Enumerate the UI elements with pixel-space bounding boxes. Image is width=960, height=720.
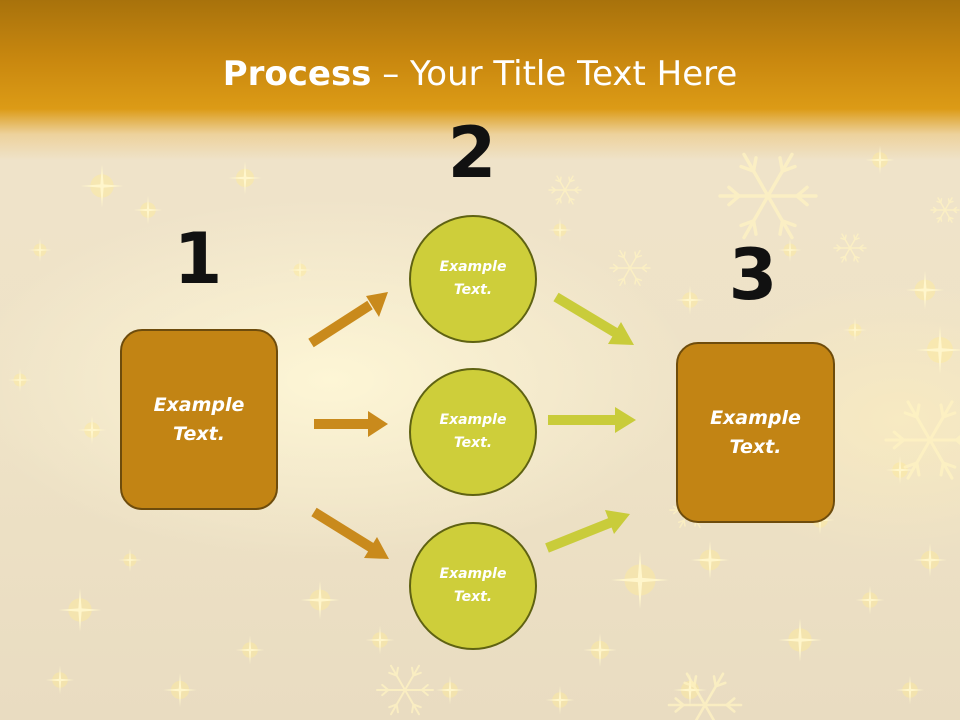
sparkle-icon: [778, 618, 822, 662]
snowflake-icon: [930, 197, 960, 223]
arrow-to-circle-3: [311, 507, 389, 559]
end-box: Example Text.: [676, 342, 835, 523]
start-box-text: Example Text.: [154, 391, 245, 449]
sparkle-icon: [133, 195, 163, 225]
sparkle-icon: [583, 633, 617, 667]
sparkle-icon: [80, 164, 124, 208]
sparkle-icon: [885, 455, 915, 485]
sparkle-icon: [435, 675, 465, 705]
end-box-line2: Text.: [729, 435, 782, 458]
start-box-line1: Example: [153, 393, 245, 416]
start-box: Example Text.: [120, 329, 278, 510]
sparkle-icon: [778, 238, 802, 262]
sparkle-icon: [913, 543, 947, 577]
snowflake-icon: [376, 664, 434, 716]
sparkle-icon: [865, 145, 895, 175]
sparkle-icon: [905, 270, 945, 310]
circle-2-line2: Text.: [453, 435, 493, 451]
snowflake-icon: [548, 175, 582, 205]
snowflake-icon: [884, 400, 960, 480]
step-number-1: 1: [173, 218, 223, 300]
sparkle-icon: [843, 318, 867, 342]
circle-1: Example Text.: [409, 215, 537, 343]
sparkle-icon: [45, 665, 75, 695]
sparkle-icon: [28, 238, 52, 262]
arrow-to-circle-2: [314, 411, 388, 437]
sparkle-icon: [235, 635, 265, 665]
snowflake-icon: [667, 672, 743, 720]
sparkle-icon: [690, 540, 730, 580]
sparkle-icon: [545, 685, 575, 715]
sparkle-icon: [8, 368, 32, 392]
circle-3-line2: Text.: [453, 589, 493, 605]
step-number-2: 2: [447, 112, 497, 194]
sparkle-icon: [611, 551, 669, 609]
end-box-text: Example Text.: [710, 404, 801, 462]
sparkle-icon: [916, 326, 960, 374]
sparkle-icon: [228, 161, 262, 195]
circle-3-line1: Example: [439, 566, 507, 582]
step-number-3: 3: [728, 234, 778, 316]
arrow-from-circle-3: [545, 510, 630, 553]
sparkle-icon: [365, 625, 395, 655]
start-box-line2: Text.: [173, 422, 225, 445]
arrow-to-circle-1: [308, 292, 388, 348]
end-box-line1: Example: [710, 406, 801, 429]
circle-1-line2: Text.: [453, 282, 493, 298]
arrow-from-circle-1: [553, 292, 634, 345]
snowflake-icon: [718, 152, 818, 240]
title-band: [0, 0, 960, 160]
sparkle-icon: [163, 673, 197, 707]
circle-1-line1: Example: [439, 259, 507, 275]
sparkle-icon: [300, 580, 340, 620]
circle-2: Example Text.: [409, 368, 537, 496]
circle-3: Example Text.: [409, 522, 537, 650]
snowflake-icon: [609, 249, 651, 287]
title-rest: – Your Title Text Here: [371, 54, 738, 94]
sparkle-icon: [58, 588, 102, 632]
sparkle-icon: [77, 415, 107, 445]
sparkle-icon: [118, 548, 142, 572]
arrow-from-circle-2: [548, 407, 636, 433]
title-bold: Process: [222, 54, 372, 94]
sparkle-icon: [288, 258, 312, 282]
sparkle-icon: [895, 675, 925, 705]
circle-2-line1: Example: [439, 412, 507, 428]
sparkle-icon: [548, 218, 572, 242]
sparkle-icon: [675, 285, 705, 315]
snowflake-icon: [833, 233, 867, 263]
sparkle-icon: [855, 585, 885, 615]
slide-title: Process – Your Title Text Here: [0, 54, 960, 94]
